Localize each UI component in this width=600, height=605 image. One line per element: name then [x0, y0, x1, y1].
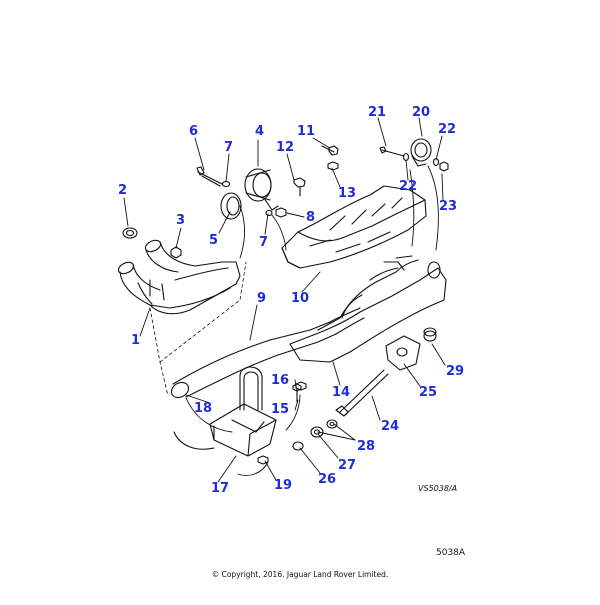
spacer-27 [310, 426, 324, 438]
callout-18: 18 [194, 401, 213, 416]
nut-13 [327, 161, 339, 171]
callout-1: 1 [131, 333, 141, 348]
nut-23 [439, 161, 449, 172]
long-bolt-24 [335, 369, 389, 417]
mounting-bracket-17 [173, 403, 277, 457]
callout-29: 29 [446, 364, 465, 379]
callout-26: 26 [318, 472, 337, 487]
rubber-mounting-25 [385, 335, 421, 371]
grommet-29 [423, 327, 437, 342]
callout-11: 11 [297, 124, 316, 139]
front-section-outline [149, 261, 247, 397]
callout-16: 16 [271, 373, 290, 388]
callout-4: 4 [255, 124, 265, 139]
callout-21: 21 [368, 105, 387, 120]
callout-27: 27 [338, 458, 357, 473]
bolt-12 [293, 177, 306, 197]
washer-28 [326, 419, 338, 429]
callout-5: 5 [209, 233, 219, 248]
washer-22 [402, 152, 440, 167]
callout-2: 2 [118, 183, 128, 198]
callout-20: 20 [412, 105, 431, 120]
nut-19 [257, 455, 269, 465]
callout-24: 24 [381, 419, 400, 434]
leader-lines [123, 117, 446, 483]
clamp-20 [410, 138, 432, 167]
nut-16 [295, 381, 307, 391]
rear-silencer-14 [289, 255, 447, 363]
bolt-11 [321, 145, 339, 156]
nut-8 [275, 207, 287, 218]
rear-catalyst-10 [281, 185, 427, 269]
callout-17: 17 [211, 481, 230, 496]
callout-3: 3 [176, 213, 186, 228]
bolt-6 [196, 166, 223, 187]
gasket-2 [122, 227, 138, 239]
callout-13: 13 [338, 186, 357, 201]
callout-7-upper: 7 [224, 140, 234, 155]
callout-19: 19 [274, 478, 293, 493]
clamp-4 [244, 168, 279, 211]
callout-14: 14 [332, 385, 351, 400]
callout-22-left: 22 [399, 179, 418, 194]
callout-23: 23 [439, 199, 458, 214]
callout-6: 6 [189, 124, 199, 139]
callout-12: 12 [276, 140, 295, 155]
connection-arcs [185, 165, 439, 476]
callout-28: 28 [357, 439, 376, 454]
callout-25: 25 [419, 385, 438, 400]
callout-15: 15 [271, 402, 290, 417]
washer-7 [221, 180, 273, 217]
callout-10: 10 [291, 291, 310, 306]
nut-3 [170, 246, 182, 259]
callout-22-right: 22 [438, 122, 457, 137]
seal-ring-5 [220, 192, 242, 220]
callout-8: 8 [306, 210, 316, 225]
washer-26 [292, 441, 304, 451]
figure-number: 5038A [436, 548, 466, 558]
u-bolt-18 [239, 366, 263, 411]
intermediate-pipe-9 [170, 307, 365, 399]
front-downpipe-assembly [117, 239, 241, 315]
drawing-reference: VS5038/A [418, 484, 458, 493]
copyright-notice: © Copyright, 2016. Jaguar Land Rover Lim… [211, 570, 389, 579]
callout-7-lower: 7 [259, 235, 269, 250]
bolt-21 [379, 146, 405, 157]
callout-9: 9 [257, 291, 267, 306]
